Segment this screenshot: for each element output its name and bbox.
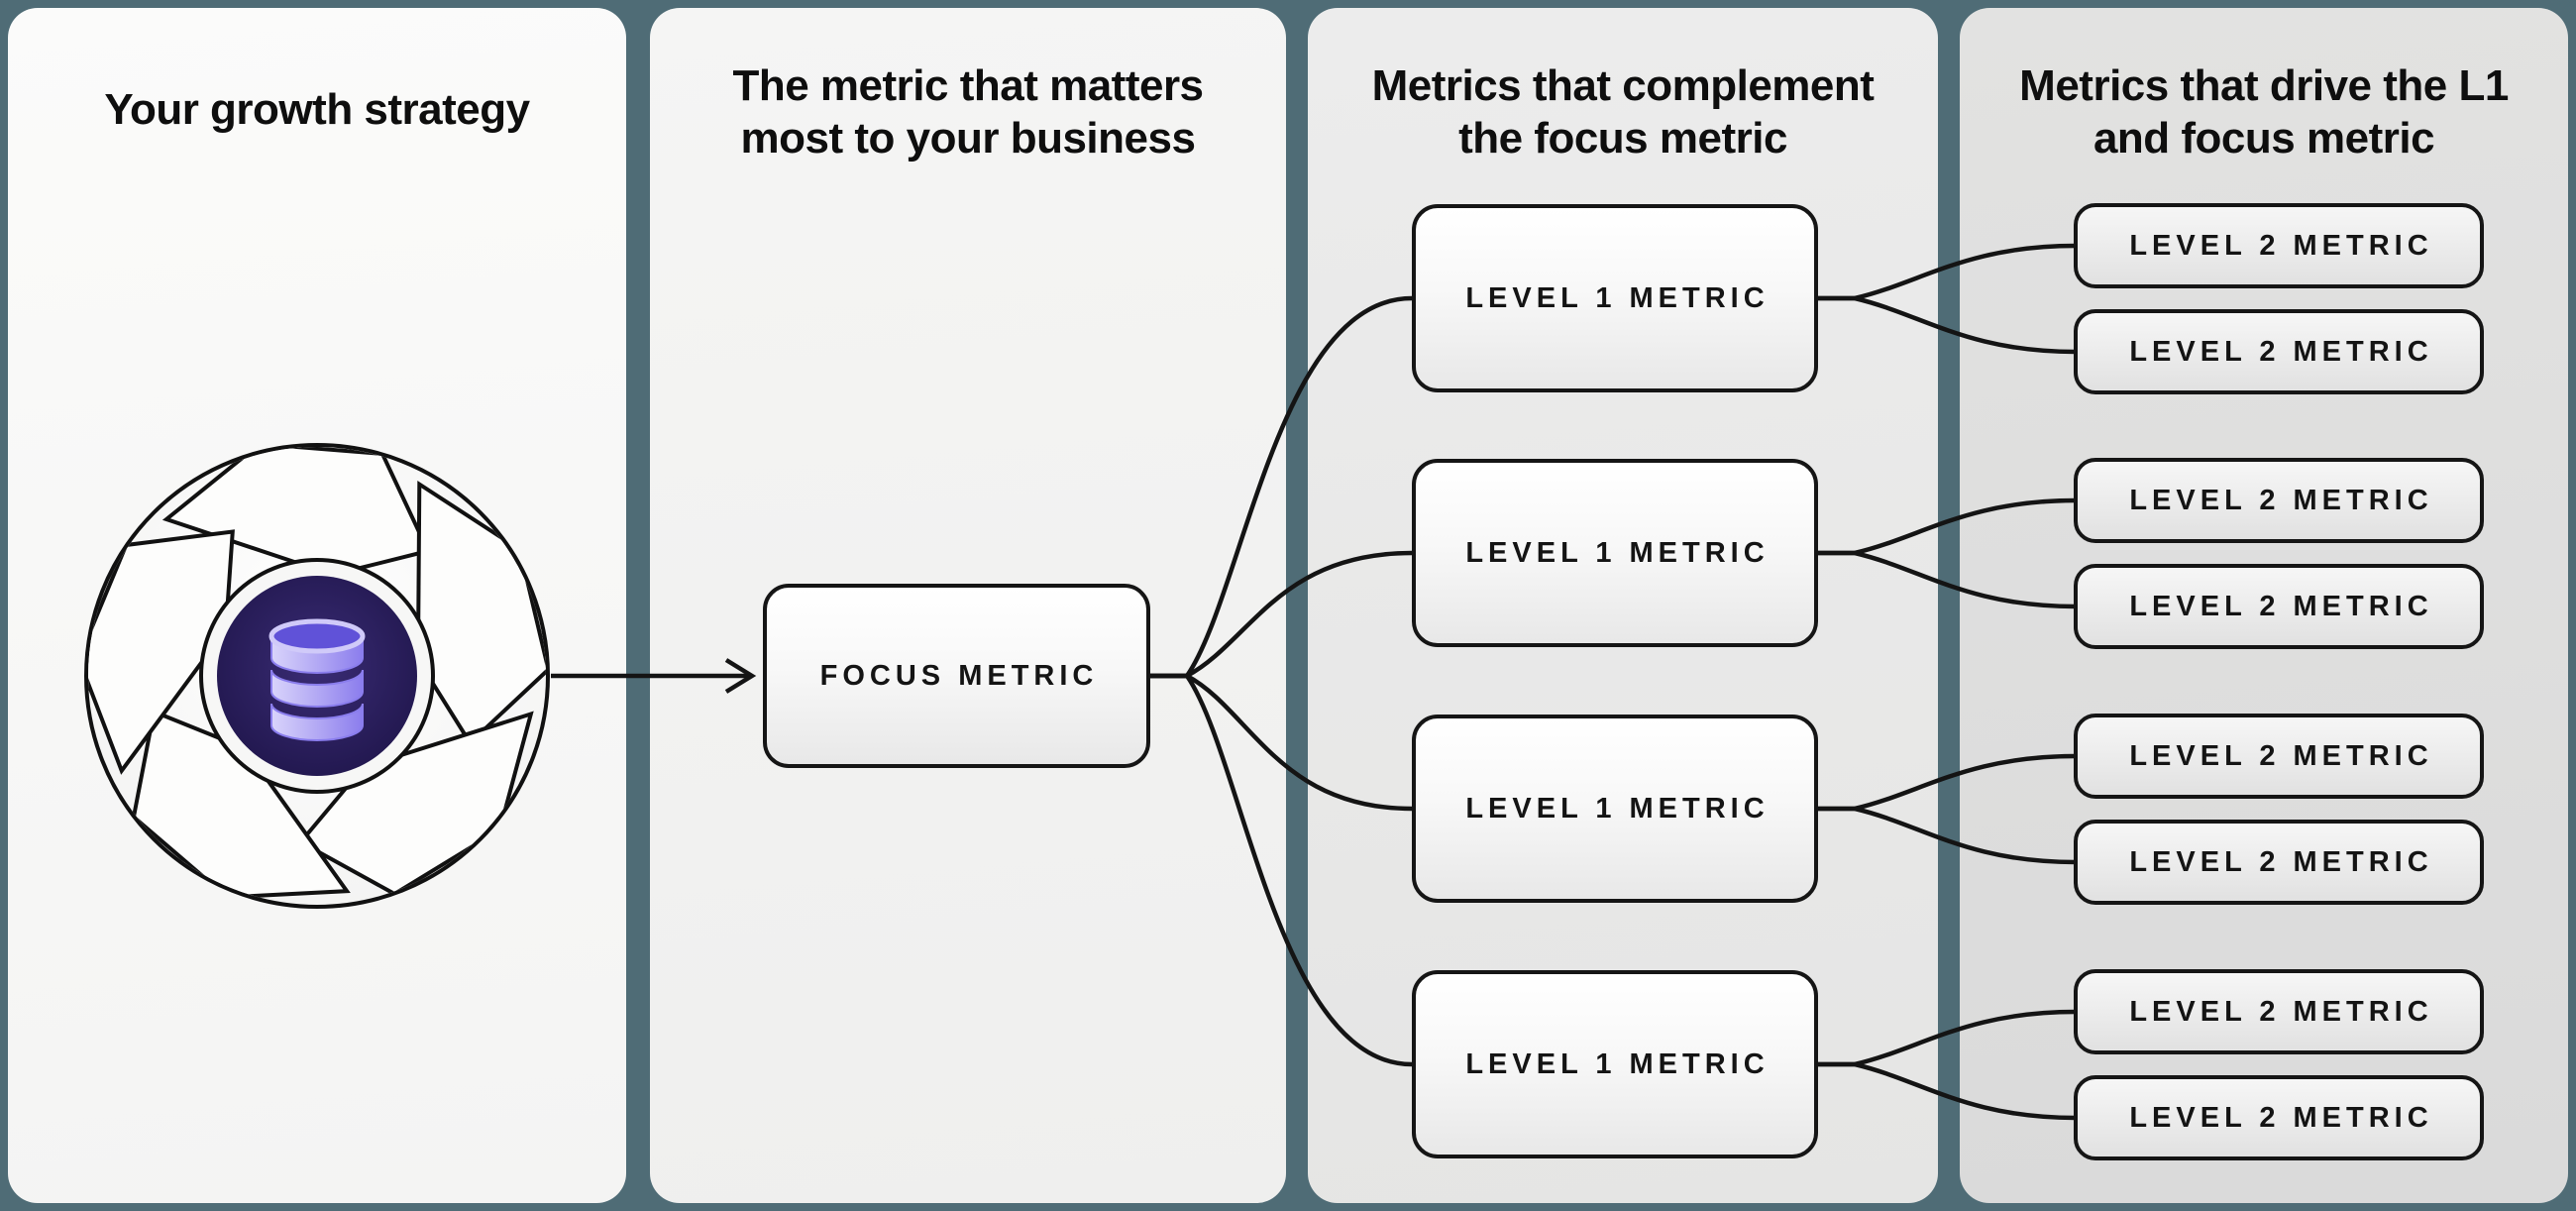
- database-icon: [268, 618, 366, 741]
- level1-metric-node: LEVEL 1 METRIC: [1412, 459, 1818, 647]
- panel-title-line1: The metric that matters: [732, 61, 1204, 110]
- focus-metric-node: FOCUS METRIC: [763, 584, 1150, 768]
- level1-metric-node: LEVEL 1 METRIC: [1412, 204, 1818, 392]
- panel-title-line1: Your growth strategy: [104, 85, 530, 134]
- flywheel-core: [217, 576, 417, 776]
- panel-title: Metrics that drive the L1 and focus metr…: [1960, 59, 2568, 165]
- panel-title: Your growth strategy: [8, 83, 626, 136]
- panel-title: The metric that matters most to your bus…: [650, 59, 1286, 165]
- panel-title-line1: Metrics that drive the L1: [2019, 61, 2509, 110]
- level2-metric-node: LEVEL 2 METRIC: [2074, 714, 2484, 799]
- panel-title-line2: most to your business: [740, 114, 1196, 163]
- growth-flywheel-icon: [84, 443, 550, 909]
- level1-metric-node: LEVEL 1 METRIC: [1412, 970, 1818, 1158]
- panel-title-line2: the focus metric: [1458, 114, 1787, 163]
- level2-metric-node: LEVEL 2 METRIC: [2074, 458, 2484, 543]
- level2-metric-node: LEVEL 2 METRIC: [2074, 820, 2484, 905]
- level2-metric-node: LEVEL 2 METRIC: [2074, 203, 2484, 288]
- level2-metric-node: LEVEL 2 METRIC: [2074, 1075, 2484, 1160]
- panel-title-line1: Metrics that complement: [1371, 61, 1875, 110]
- level2-metric-node: LEVEL 2 METRIC: [2074, 969, 2484, 1054]
- panel-title-line2: and focus metric: [2093, 114, 2435, 163]
- panel-title: Metrics that complement the focus metric: [1308, 59, 1938, 165]
- level1-metric-node: LEVEL 1 METRIC: [1412, 715, 1818, 903]
- level2-metric-node: LEVEL 2 METRIC: [2074, 564, 2484, 649]
- level2-metric-node: LEVEL 2 METRIC: [2074, 309, 2484, 394]
